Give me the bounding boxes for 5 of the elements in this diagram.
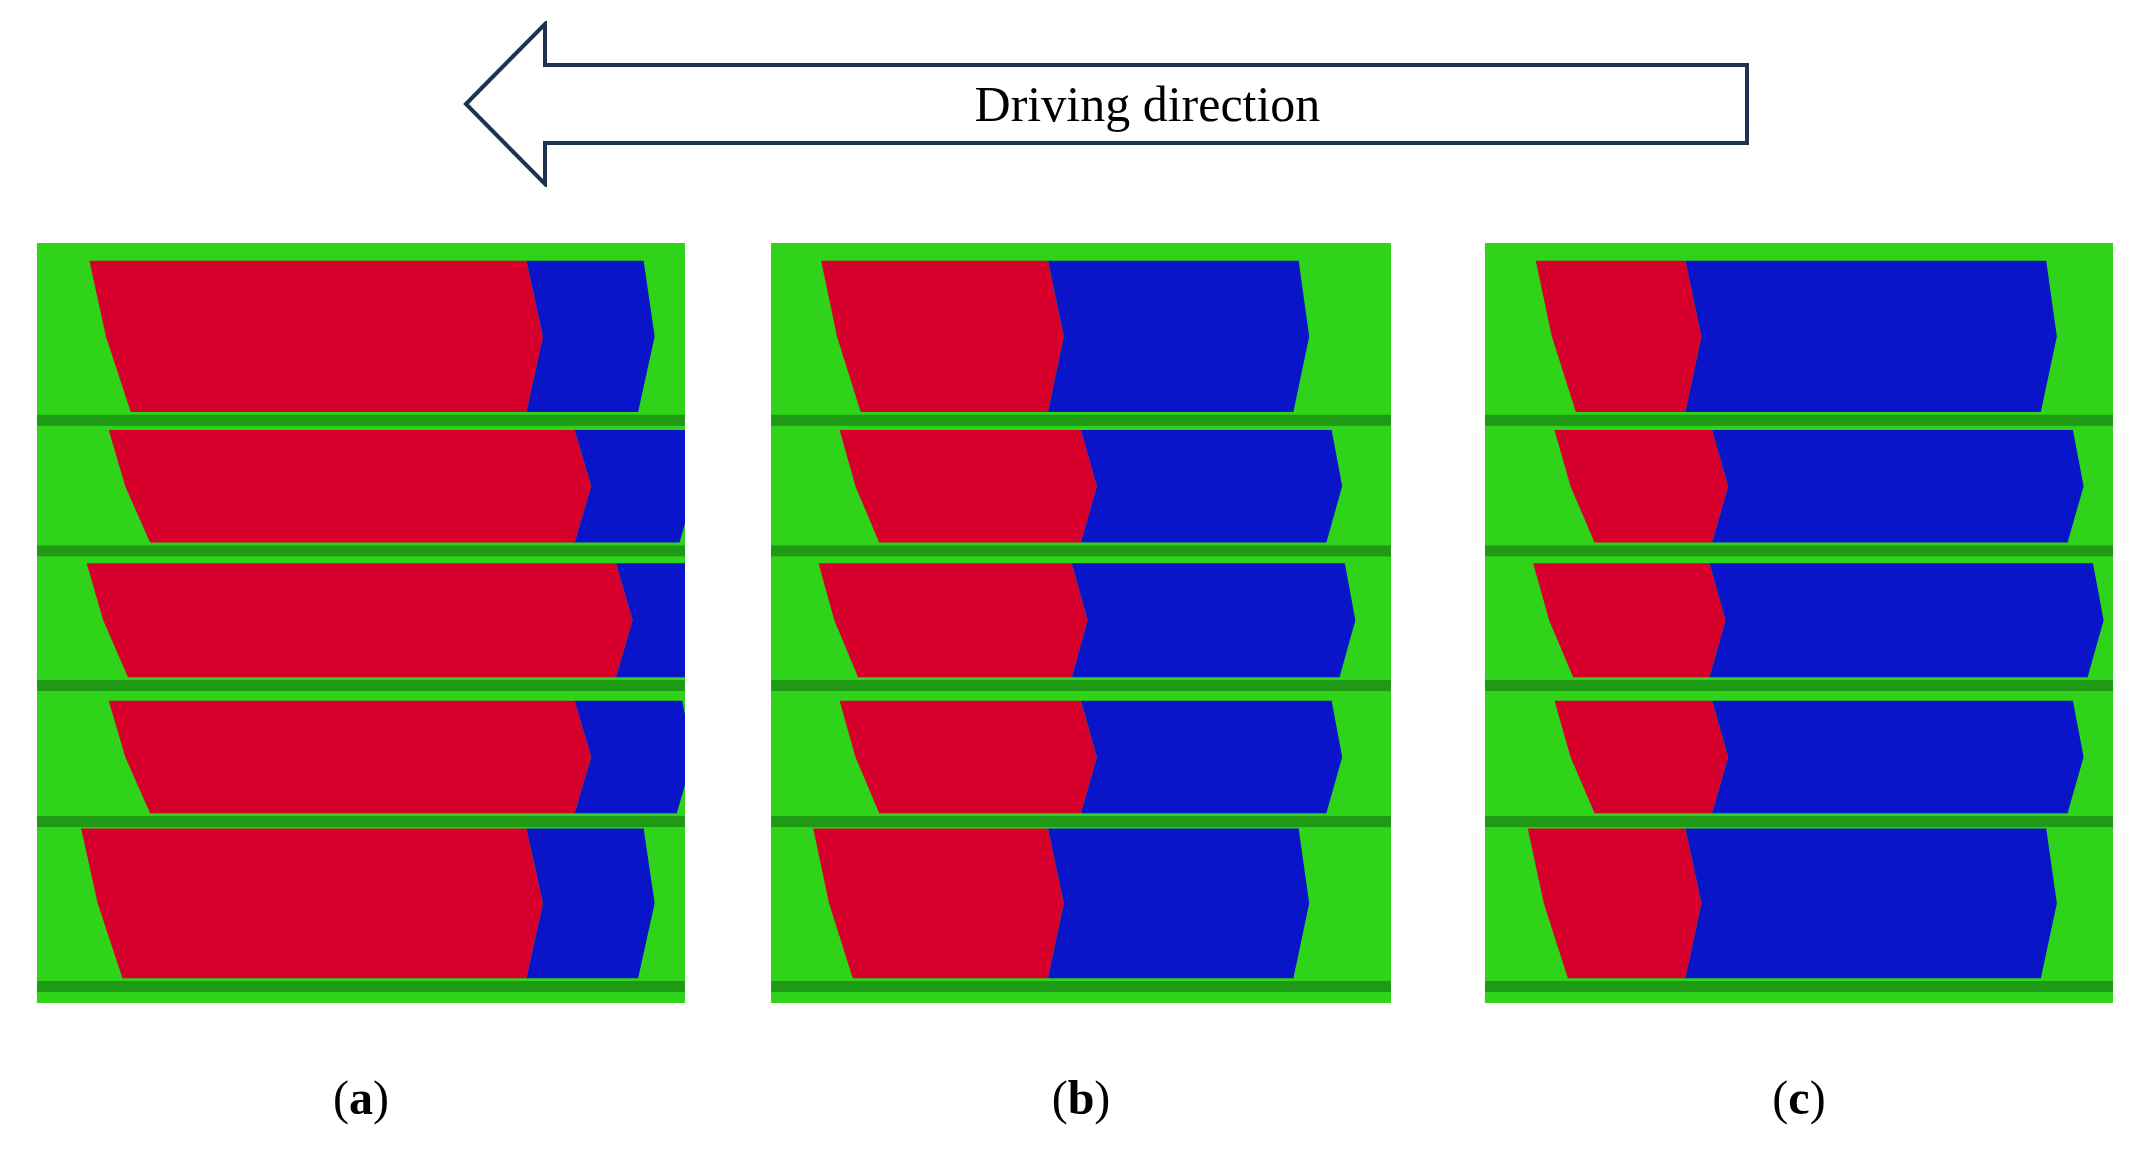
arrow-label: Driving direction [973, 75, 1322, 134]
panel-label: (b) [1051, 1071, 1111, 1124]
panel-label: (c) [1772, 1071, 1826, 1124]
direction-arrow [463, 21, 1750, 187]
panel-label: (a) [333, 1071, 389, 1124]
